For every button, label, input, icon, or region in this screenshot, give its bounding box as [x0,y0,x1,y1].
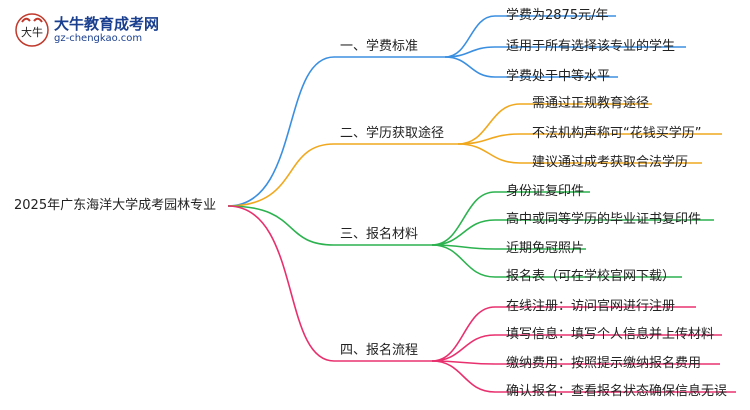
logo-title: 大牛教育成考网 [54,15,160,33]
branch-connector [227,143,458,207]
leaf-connector [444,56,618,78]
logo-url: gz-chengkao.com [54,33,143,44]
leaf-materials-form: 报名表（可在学校官网下载） [506,269,676,284]
leaf-process-pay: 缴纳费用：按照提示缴纳报名费用 [506,356,702,371]
leaf-connector [457,133,722,145]
leaf-connector [431,334,722,362]
branch-degree-path: 二、学历获取途径 [340,126,445,141]
leaf-degree-formal: 需通过正规教育途径 [532,96,650,111]
leaf-process-confirm: 确认报名：查看报名状态确保信息无误 [506,384,728,399]
branch-connector [227,56,445,207]
leaf-process-fill: 填写信息：填写个人信息并上传材料 [506,327,715,342]
leaf-connector [431,306,696,362]
leaf-connector [431,360,736,393]
leaf-connector [457,143,702,164]
leaf-degree-advice: 建议通过成考获取合法学历 [532,155,689,170]
leaf-connector [444,46,686,58]
leaf-materials-diploma: 高中或同等学历的毕业证书复印件 [506,212,702,227]
leaf-process-register: 在线注册：访问官网进行注册 [506,299,676,314]
root-node: 2025年广东海洋大学成考园林专业 [14,198,217,213]
leaf-connector [457,103,652,145]
leaf-materials-photo: 近期免冠照片 [506,241,585,256]
bull-logo-icon: 大牛 [14,12,50,48]
branch-connector [227,205,432,362]
leaf-connector [431,191,590,246]
branch-connector [227,205,432,246]
leaf-materials-id: 身份证复印件 [506,184,585,199]
logo-mark-text: 大牛 [21,25,43,39]
branch-fees: 一、学费标准 [340,39,419,54]
leaf-degree-warning: 不法机构声称可“花钱买学历” [532,126,702,141]
leaf-connector [431,360,720,365]
leaf-connector [431,219,714,246]
leaf-connector [431,244,682,278]
leaf-fee-scope: 适用于所有选择该专业的学生 [506,39,676,54]
branch-materials: 三、报名材料 [340,227,419,242]
site-logo: 大牛 大牛教育成考网 gz-chengkao.com [14,12,159,48]
leaf-connector [444,15,616,58]
leaf-fee-amount: 学费为2875元/年 [506,8,609,23]
leaf-fee-level: 学费处于中等水平 [506,69,611,84]
branch-process: 四、报名流程 [340,343,419,358]
leaf-connector [431,244,586,250]
